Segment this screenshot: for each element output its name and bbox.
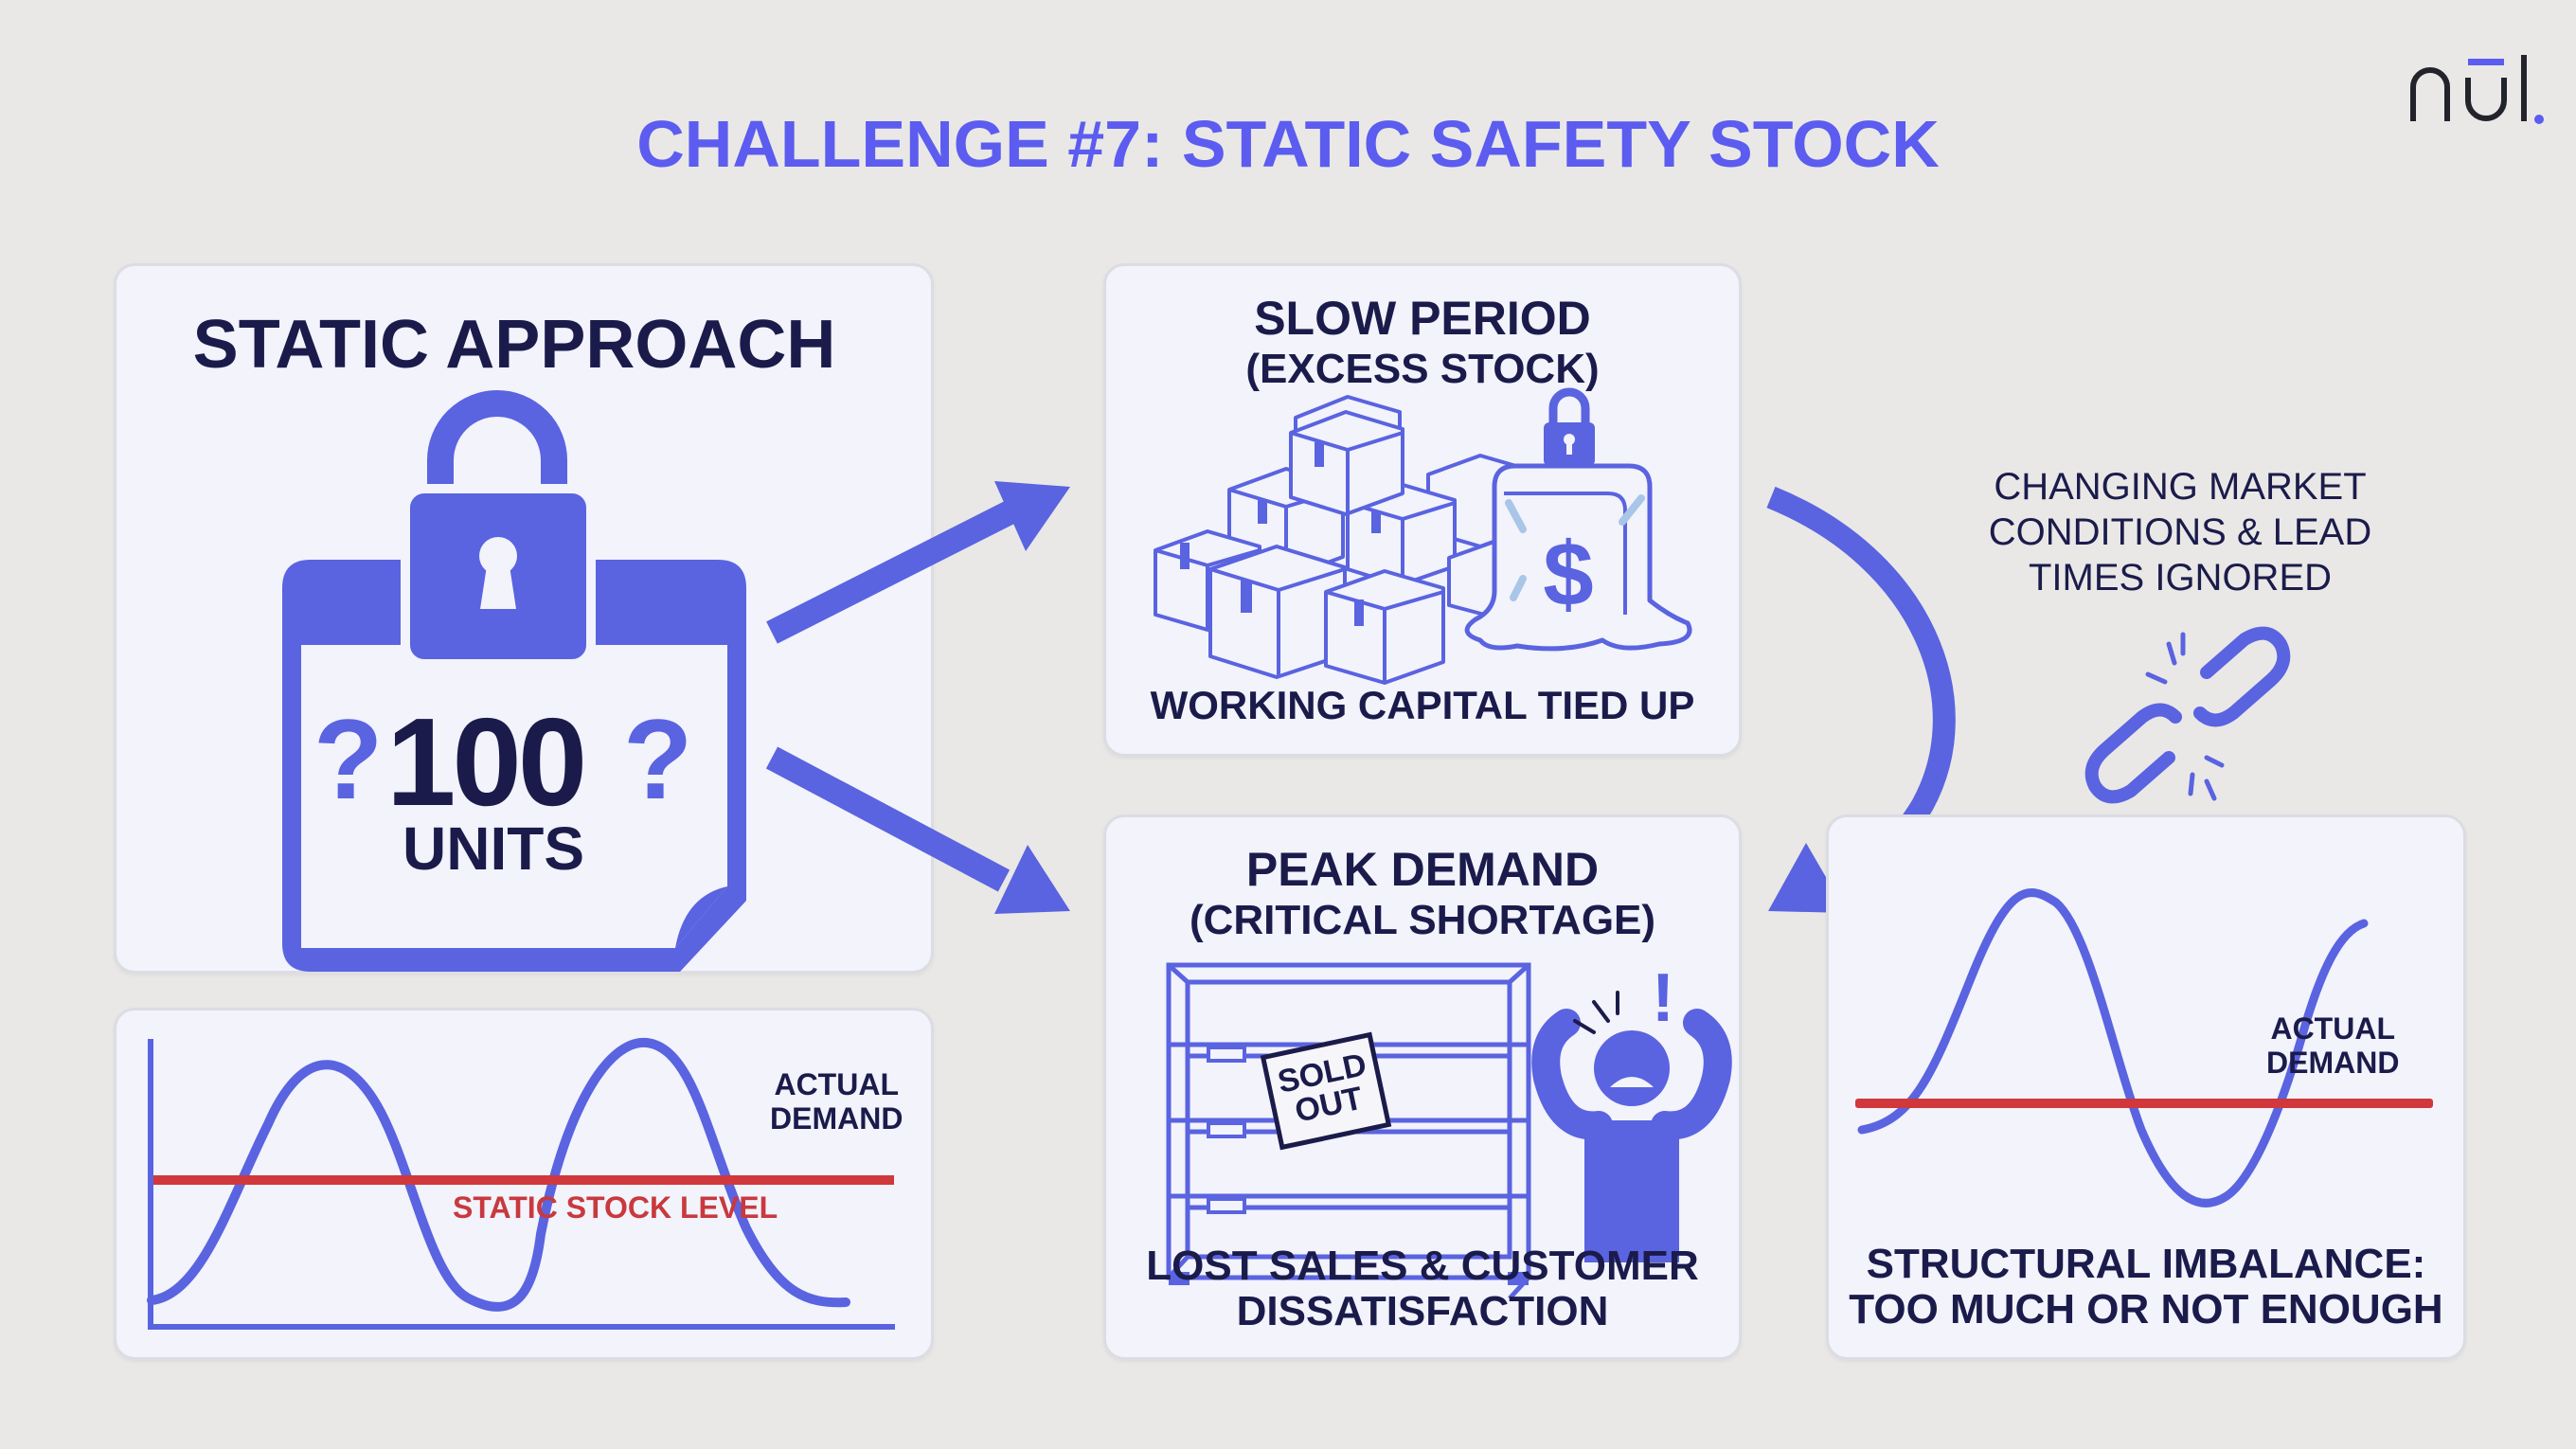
- slow-period-heading: SLOW PERIOD (EXCESS STOCK): [1106, 293, 1739, 395]
- actual-demand-label: ACTUAL DEMAND: [2266, 1011, 2399, 1080]
- label-line: DEMAND: [770, 1101, 903, 1136]
- structural-imbalance-card: ACTUAL DEMAND STRUCTURAL IMBALANCE: TOO …: [1826, 814, 2466, 1360]
- question-mark-right: ?: [623, 696, 693, 823]
- static-stock-level-label: STATIC STOCK LEVEL: [453, 1190, 778, 1225]
- broken-chain-icon: [2084, 626, 2291, 804]
- locked-calendar-icon: [282, 390, 746, 972]
- peak-demand-caption: LOST SALES & CUSTOMER DISSATISFACTION: [1106, 1243, 1739, 1334]
- note-line: TIMES IGNORED: [2028, 557, 2333, 599]
- heading-line: (CRITICAL SHORTAGE): [1189, 897, 1656, 943]
- actual-demand-label: ACTUAL DEMAND: [770, 1067, 903, 1136]
- structural-imbalance-caption: STRUCTURAL IMBALANCE: TOO MUCH OR NOT EN…: [1829, 1242, 2463, 1333]
- heading-line: SLOW PERIOD: [1254, 292, 1591, 345]
- svg-text:$: $: [1543, 524, 1593, 625]
- page-title: CHALLENGE #7: STATIC SAFETY STOCK: [636, 107, 1940, 181]
- nul-logo: [2406, 45, 2548, 131]
- static-vs-demand-chart: [147, 1037, 895, 1330]
- label-line: ACTUAL: [2270, 1011, 2395, 1046]
- logo-mark-icon: [2410, 55, 2544, 124]
- heading-line: PEAK DEMAND: [1245, 843, 1600, 896]
- caption-line: STRUCTURAL IMBALANCE:: [1866, 1241, 2426, 1287]
- note-line: CONDITIONS & LEAD: [1988, 511, 2372, 553]
- units-value: 100: [386, 692, 587, 832]
- demand-vs-stock-chart: [1855, 888, 2433, 1208]
- label-line: DEMAND: [2266, 1046, 2400, 1080]
- boxes-icon: [1154, 395, 1534, 685]
- caption-line: TOO MUCH OR NOT ENOUGH: [1849, 1286, 2443, 1333]
- exclamation-icon: !: [1652, 960, 1674, 1036]
- market-conditions-note: CHANGING MARKET CONDITIONS & LEAD TIMES …: [1943, 464, 2417, 600]
- heading-line: (EXCESS STOCK): [1245, 346, 1600, 392]
- static-stock-chart-card: ACTUAL DEMAND STATIC STOCK LEVEL: [114, 1008, 934, 1360]
- static-approach-card: STATIC APPROACH ? 100 ? UNITS: [114, 263, 934, 974]
- question-mark-left: ?: [313, 696, 384, 823]
- peak-demand-card: PEAK DEMAND (CRITICAL SHORTAGE) SOLD OUT…: [1103, 814, 1742, 1360]
- static-approach-heading: STATIC APPROACH: [192, 307, 836, 383]
- units-label: UNITS: [402, 814, 584, 883]
- caption-line: LOST SALES & CUSTOMER: [1146, 1243, 1699, 1289]
- distressed-person-icon: [1531, 991, 1732, 1262]
- slow-period-caption: WORKING CAPITAL TIED UP: [1150, 683, 1695, 727]
- slow-period-card: SLOW PERIOD (EXCESS STOCK): [1103, 263, 1742, 757]
- note-line: CHANGING MARKET: [1994, 466, 2367, 508]
- frozen-dollar-icon: $: [1464, 387, 1692, 652]
- caption-line: DISSATISFACTION: [1236, 1288, 1609, 1334]
- label-line: ACTUAL: [774, 1067, 899, 1101]
- peak-demand-heading: PEAK DEMAND (CRITICAL SHORTAGE): [1106, 844, 1739, 946]
